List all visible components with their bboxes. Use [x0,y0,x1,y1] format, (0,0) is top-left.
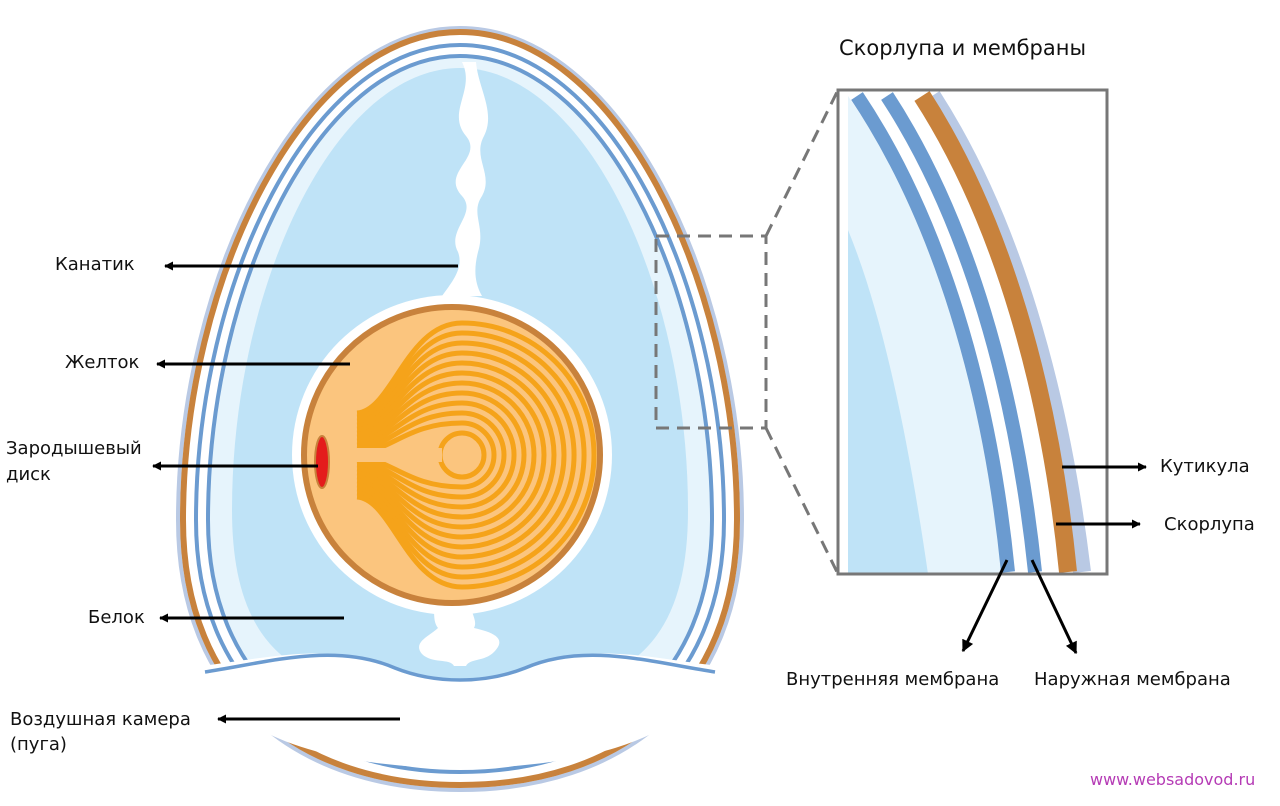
label-chalaza: Канатик [55,254,135,275]
label-outer-membrane: Наружная мембрана [1034,669,1231,690]
label-inner-membrane: Внутренняя мембрана [786,669,1000,690]
zoom-outer-membrane [881,92,1042,573]
label-germinal-disc-line2: диск [6,464,51,485]
zoom-panel-title: Скорлупа и мембраны [839,36,1087,60]
yolk-ring [356,380,537,530]
yolk-rings [322,320,597,590]
yolk-ring [356,370,547,540]
chalaza-upper [442,62,489,296]
yolk-ring [356,410,507,500]
latebra-neck [322,448,442,462]
zoom-shell [914,91,1077,573]
label-yolk: Желток [65,352,140,373]
label-cuticle: Кутикула [1160,456,1250,477]
label-air-cell-line1: Воздушная камера [10,709,191,730]
chalaza-lower [419,604,500,666]
zoom-panel-frame [836,88,1109,576]
yolk-ring [356,330,587,580]
arrow-outer-membrane [1030,559,1078,655]
yolk-ring [356,390,527,520]
label-air-cell-line2: (пуга) [10,734,67,755]
yolk-ring [356,340,577,570]
zoom-connector-bottom [764,427,840,575]
latebra [437,430,487,480]
label-germinal-disc-line1: Зародышевый [6,438,142,459]
zoom-source-box [654,234,768,430]
label-shell: Скорлупа [1164,514,1255,535]
zoom-connector-top [764,89,840,237]
zoom-inner-membrane [851,92,1015,573]
yolk-ring [356,320,597,590]
yolk-ring [356,400,517,510]
arrow-inner-membrane [961,559,1009,653]
zoom-thick-albumen [848,230,928,574]
yolk-ring [356,420,497,490]
zoom-callout [654,88,1109,576]
yolk-ring [356,360,557,550]
air-cell-membrane [204,653,716,682]
air-cell [200,653,720,768]
yolk-ring [356,350,567,560]
watermark: www.websadovod.ru [1090,770,1256,789]
zoom-panel-content [838,90,1107,574]
germinal-disc [314,435,330,489]
leader-arrows [152,261,1147,724]
label-albumen: Белок [88,607,145,628]
egg [175,25,745,793]
